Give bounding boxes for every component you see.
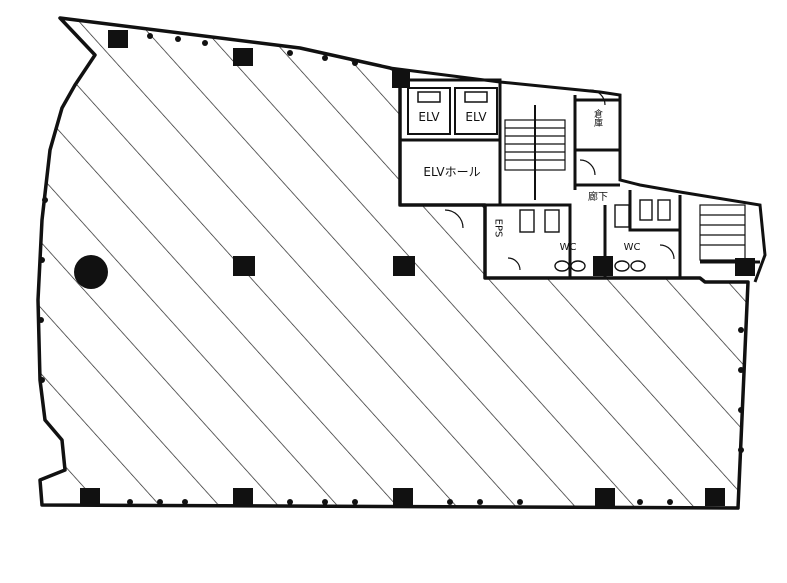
elv-label-1: ELV [418,110,440,124]
round-column [74,255,108,289]
structural-columns [80,30,755,506]
wc-label-2: WC [624,242,641,253]
elevator-2 [454,87,498,135]
stair-main [504,105,566,200]
elevator-1 [407,87,451,135]
elv-hall-label: ELVホール [423,165,480,179]
elv-label-2: ELV [465,110,487,124]
core-walls [389,66,767,283]
storage-label: 倉庫 [592,108,603,128]
wc-label-1: WC [560,242,577,253]
wc-fixtures [519,199,671,272]
facade-mullions [38,33,744,505]
stair-secondary [699,204,746,261]
eps-label: EPS [493,219,504,238]
door-swings [444,89,675,271]
hallway-label: 廊下 [588,190,608,203]
